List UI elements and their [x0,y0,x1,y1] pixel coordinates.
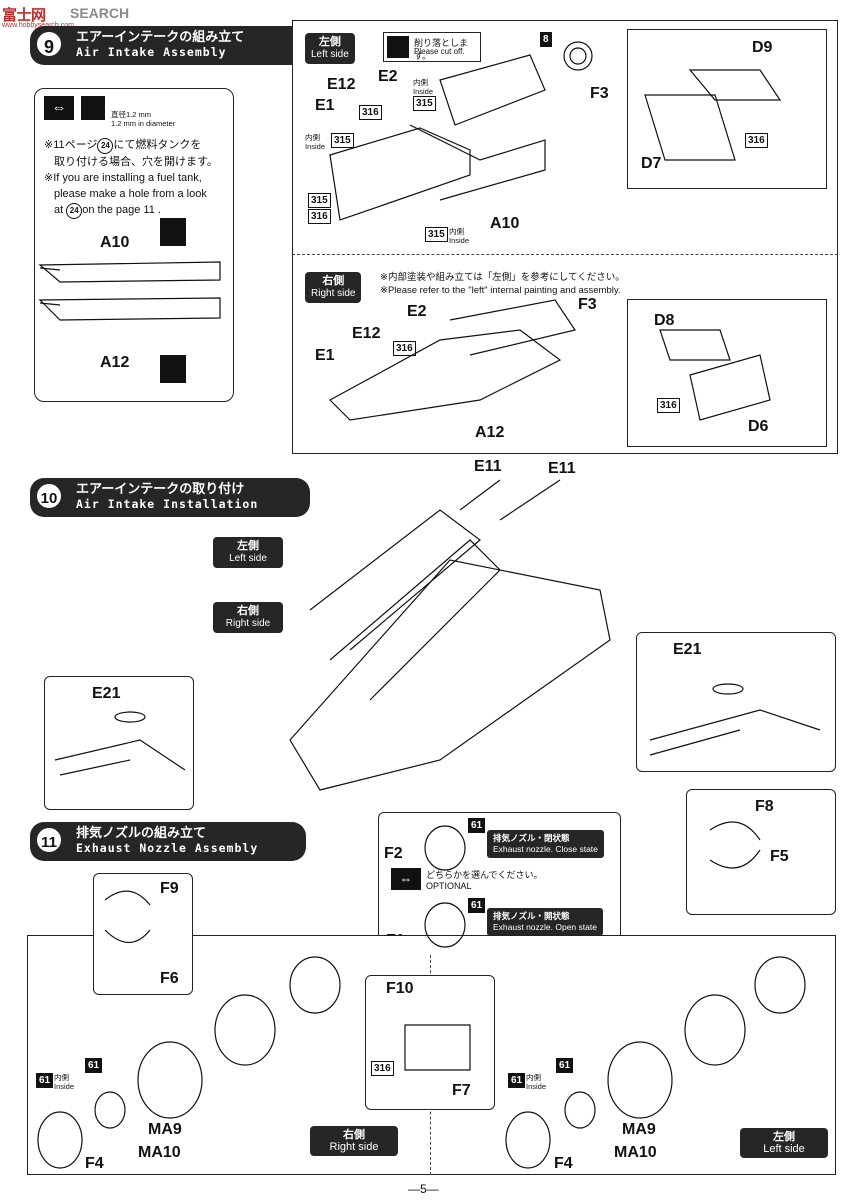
part-label-e2: E2 [407,303,427,320]
paint-badge: 61 [36,1073,54,1088]
paint-badge: 315 [331,133,354,148]
drill-detail-icon [160,355,186,383]
part-label-e12: E12 [327,76,356,93]
paint-badge: 61 [508,1073,526,1088]
step-number: 9 [34,29,64,59]
detail-box-f10-f7 [365,975,495,1110]
part-label-a10: A10 [100,234,130,251]
part-label-f9: F9 [160,880,179,897]
step-number: 11 [34,825,64,855]
paint-badge: 316 [359,105,382,120]
optional-arrow-icon: ⇔ [391,868,421,890]
part-label-e21: E21 [92,685,121,702]
drill-size-ja: 直径1.2 mm [111,110,152,119]
paint-badge: 315 [413,96,436,111]
part-label-e1: E1 [315,97,335,114]
part-label-d6: D6 [748,418,769,435]
drill-bit-icon [81,96,105,120]
part-label-f10: F10 [386,980,414,997]
part-label-e11: E11 [548,460,576,477]
step-title-en: Air Intake Installation [76,497,259,511]
paint-badge: 316 [745,133,768,148]
part-label-f2: F2 [384,845,403,862]
part-label-d7: D7 [641,155,662,172]
step-title-ja: エアーインテークの取り付け [76,481,245,496]
paint-badge: 316 [393,341,416,356]
part-label-ma10: MA10 [614,1144,657,1161]
part-label-ma9: MA9 [622,1121,656,1138]
paint-badge: 61 [85,1058,103,1073]
step-title-en: Exhaust Nozzle Assembly [76,841,259,855]
page-ref-badge: 24 [97,138,114,154]
step-number: 10 [34,481,64,511]
paint-badge: 315 [425,227,448,242]
part-label-a10: A10 [490,215,520,232]
step-title-ja: 排気ノズルの組み立て [76,825,207,840]
drill-size-en: 1.2 mm in diameter [111,119,176,128]
paint-badge: 316 [371,1061,394,1076]
step-title-en: Air Intake Assembly [76,45,227,59]
part-label-ma9: MA9 [148,1121,182,1138]
paint-badge: 61 [556,1058,574,1073]
part-label-f4: F4 [85,1155,104,1172]
watermark-search: SEARCH [70,5,130,21]
divider [292,254,838,255]
part-label-a12: A12 [100,354,130,371]
step-9-header: 9 エアーインテークの組み立て Air Intake Assembly [30,26,305,65]
part-label-f7: F7 [452,1082,471,1099]
part-label-d9: D9 [752,39,773,56]
watermark-site: www.hobbysearch.com [2,22,74,29]
part-label-f3: F3 [578,296,597,313]
step-10-header: 10 エアーインテークの取り付け Air Intake Installation [30,478,310,517]
paint-badge: 8 [540,32,552,47]
part-label-e1: E1 [315,347,335,364]
drill-note-box [34,88,234,402]
watermark-brand: 富士网 [2,7,46,24]
step-title-ja: エアーインテークの組み立て [76,29,245,44]
part-label-ma10: MA10 [138,1144,181,1161]
right-side-note: ※内部塗装や組み立ては「左側」を参考にしてください。 ※Please refer… [380,272,625,296]
part-label-a12: A12 [475,424,505,441]
step-11-header: 11 排気ノズルの組み立て Exhaust Nozzle Assembly [30,822,306,861]
part-label-f6: F6 [160,970,179,987]
part-label-f8: F8 [755,798,774,815]
drill-detail-icon [160,218,186,246]
part-label-e11: E11 [474,458,502,475]
part-label-f3: F3 [590,85,609,102]
detail-box-e21-right [636,632,836,772]
part-label-d8: D8 [654,312,675,329]
paint-badge: 316 [657,398,680,413]
page-number: —5— [408,1182,439,1196]
paint-badge: 316 [308,209,331,224]
paint-badge: 61 [468,818,486,833]
drill-arrow-icon: ⇔ [44,96,74,120]
cut-off-note: 削り落とします。 Please cut off. [383,32,481,62]
optional-note: どちらかを選んでください。OPTIONAL [426,870,543,891]
part-label-e21: E21 [673,641,702,658]
part-label-f4: F4 [554,1155,573,1172]
paint-badge: 315 [308,193,331,208]
paint-badge: 61 [468,898,486,913]
part-label-e12: E12 [352,325,381,342]
part-label-f5: F5 [770,848,789,865]
part-label-e2: E2 [378,68,398,85]
